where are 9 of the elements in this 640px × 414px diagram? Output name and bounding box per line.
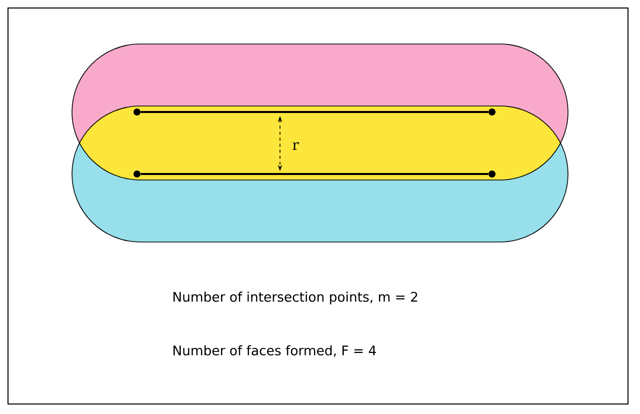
- dot: [134, 170, 140, 178]
- line-segment: [140, 173, 488, 175]
- line-segment: [140, 111, 488, 113]
- dot: [134, 108, 140, 116]
- note-text: Number of intersection points, m = 2: [174, 292, 418, 304]
- dot: [488, 108, 496, 116]
- dimension-label: r: [292, 142, 299, 150]
- note-text: Number of faces formed, F = 4: [174, 345, 376, 357]
- dot: [488, 170, 496, 178]
